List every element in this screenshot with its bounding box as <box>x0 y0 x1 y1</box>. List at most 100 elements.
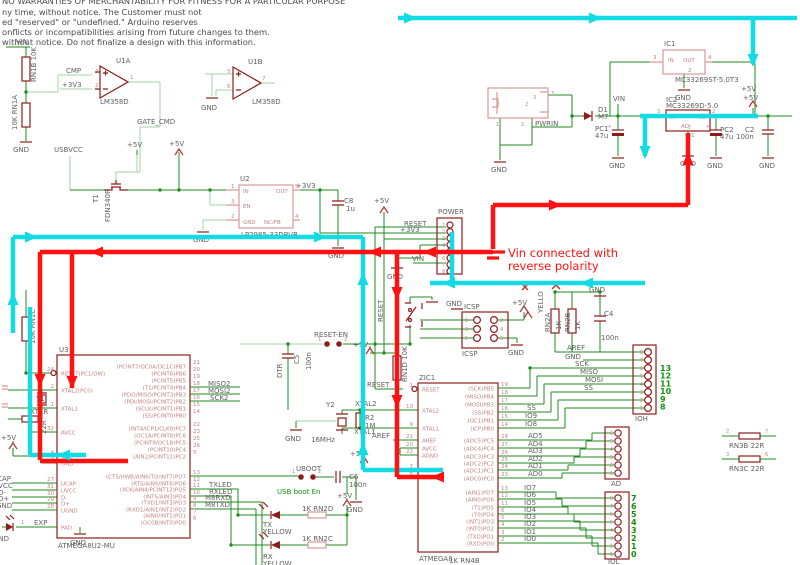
label: +5V <box>743 94 758 102</box>
u3-pin-name: (SS/PCINT0)PB0 <box>143 414 187 420</box>
ic-u3-body <box>56 354 191 539</box>
label: AD4 <box>528 440 543 448</box>
zic1-pin-name: AGND <box>422 454 438 460</box>
junction <box>158 188 162 192</box>
power-pin: 4 <box>442 243 445 249</box>
u3-pin-name: (PCINT6)PB6 <box>151 372 186 378</box>
u3-pin-number: 24 <box>47 367 54 373</box>
zic1-pin-number: 8 <box>410 471 414 477</box>
ioh-pin: 1 <box>640 406 643 412</box>
zic1-pin-number: 6 <box>501 508 505 514</box>
label: 2 <box>688 68 692 74</box>
wires-light <box>26 73 336 422</box>
label: 1K <box>574 321 582 330</box>
junction <box>616 114 620 118</box>
connector-power-label: POWER <box>438 208 464 216</box>
reverse-gnd-symbol <box>481 250 505 260</box>
zic1-pin-number: 16 <box>501 406 508 412</box>
u3-pin-name: UCAP <box>61 482 77 488</box>
zic1-pin-name: XTAL2 <box>422 409 439 415</box>
zic1-pin-number: 21 <box>406 434 413 440</box>
label: IO5 <box>524 499 536 507</box>
u3-pin-name: D- <box>61 496 67 502</box>
label: +5V <box>741 85 756 93</box>
zic1-pin-name: (ADC1)PC1 <box>464 469 494 475</box>
icsp-pin: 3 <box>465 327 468 333</box>
iol-arduino-pin: 0 <box>631 550 637 559</box>
zic1-pin-number: 2 <box>501 537 505 543</box>
disclaimer-line: ed "reserved" or "undefined." Arduino re… <box>2 17 198 27</box>
label: RX <box>263 553 273 561</box>
ioh-arduino-pin: 11 <box>660 379 672 388</box>
zic1-pin-number: 20 <box>406 442 413 448</box>
label: GND <box>70 539 86 547</box>
u3-pin-name: UVCC <box>61 489 77 495</box>
label: 6 <box>765 452 768 458</box>
annotation-note: Vin connected with <box>508 246 618 260</box>
pin-circle <box>614 429 622 437</box>
label: 2 <box>318 469 321 475</box>
label: GND <box>328 252 344 260</box>
cyan-flow-arrow <box>589 12 602 24</box>
label: IO3 <box>524 513 536 521</box>
pin-circle <box>614 494 622 502</box>
u3-pin-name: AVCC <box>61 431 76 437</box>
u3-pin-name: (PCINT5)PB5 <box>151 379 186 385</box>
label: +5V <box>374 197 389 205</box>
u3-pin-number: 30 <box>47 491 54 497</box>
zic1-pin-name: (AIN0)PD6 <box>466 498 495 504</box>
label: 1K RN4B <box>449 557 480 565</box>
label: RN3C 22R <box>729 465 765 473</box>
label: 10K RN1C <box>29 309 37 344</box>
pin-circle <box>473 316 482 325</box>
cyan-flow-arrow <box>357 272 369 285</box>
mosfet-t1 <box>104 180 128 191</box>
opamp-u1b <box>232 65 263 101</box>
label: GND <box>193 236 209 244</box>
u3-pin-name: (INT4/ICP1/CLK0)PC7 <box>128 427 186 433</box>
part-u3: ATMEGA8U2-MU <box>58 542 115 550</box>
label: EN <box>243 204 251 210</box>
zic1-pin-name: (INT1)PD3 <box>466 520 494 526</box>
power-pin: 7 <box>442 263 445 269</box>
pin-circle <box>643 364 652 373</box>
flow-arrows <box>7 12 759 483</box>
label: OUT <box>683 58 695 64</box>
icsp-pin: 1 <box>465 318 468 324</box>
u3-pin-number: 29 <box>47 497 54 503</box>
label: RESET <box>377 299 385 322</box>
iol-pin: 7 <box>610 504 613 510</box>
connector-icsp-body <box>461 311 509 349</box>
part-u1b: LM358D <box>252 98 281 106</box>
zic1-pin-number: 27 <box>501 442 508 448</box>
u3-pin-number: 19 <box>193 374 200 380</box>
label: 1 <box>496 122 499 128</box>
label: ICSP <box>462 350 478 358</box>
label: 1K <box>555 321 563 330</box>
label: 1 <box>130 75 134 81</box>
iol-arduino-pin: 4 <box>631 518 637 527</box>
label: RXLED <box>209 488 232 496</box>
ref-u3: U3 <box>59 346 69 354</box>
label: C2 <box>745 126 754 134</box>
pin-circle <box>643 372 652 381</box>
zic1-pin-name: (T1)PD5 <box>472 506 495 512</box>
disclaimer-line: ny time, without notice. The Customer mu… <box>2 7 202 17</box>
label: SS <box>584 384 593 392</box>
label: IO9 <box>525 412 537 420</box>
label: + <box>705 124 710 130</box>
label: SCK2 <box>210 394 228 402</box>
zic1-pin-number: 26 <box>501 450 508 456</box>
u3-pin-number: 21 <box>193 360 200 366</box>
ioh-arduino-pin: 8 <box>660 403 666 412</box>
ioh-arduino-pin: 12 <box>660 372 671 381</box>
label: 3 <box>551 91 554 97</box>
pin-circle <box>614 502 622 510</box>
pin-circle <box>614 469 622 477</box>
net-dtr: DTR <box>276 363 284 378</box>
cyan-flow-arrow <box>747 54 759 67</box>
label: IO4 <box>524 506 537 514</box>
u3-pin-name: (OC1A/PCINT8)PC6 <box>134 434 186 440</box>
label: 3 <box>231 199 235 205</box>
u3-pin-number: 14 <box>193 409 200 415</box>
